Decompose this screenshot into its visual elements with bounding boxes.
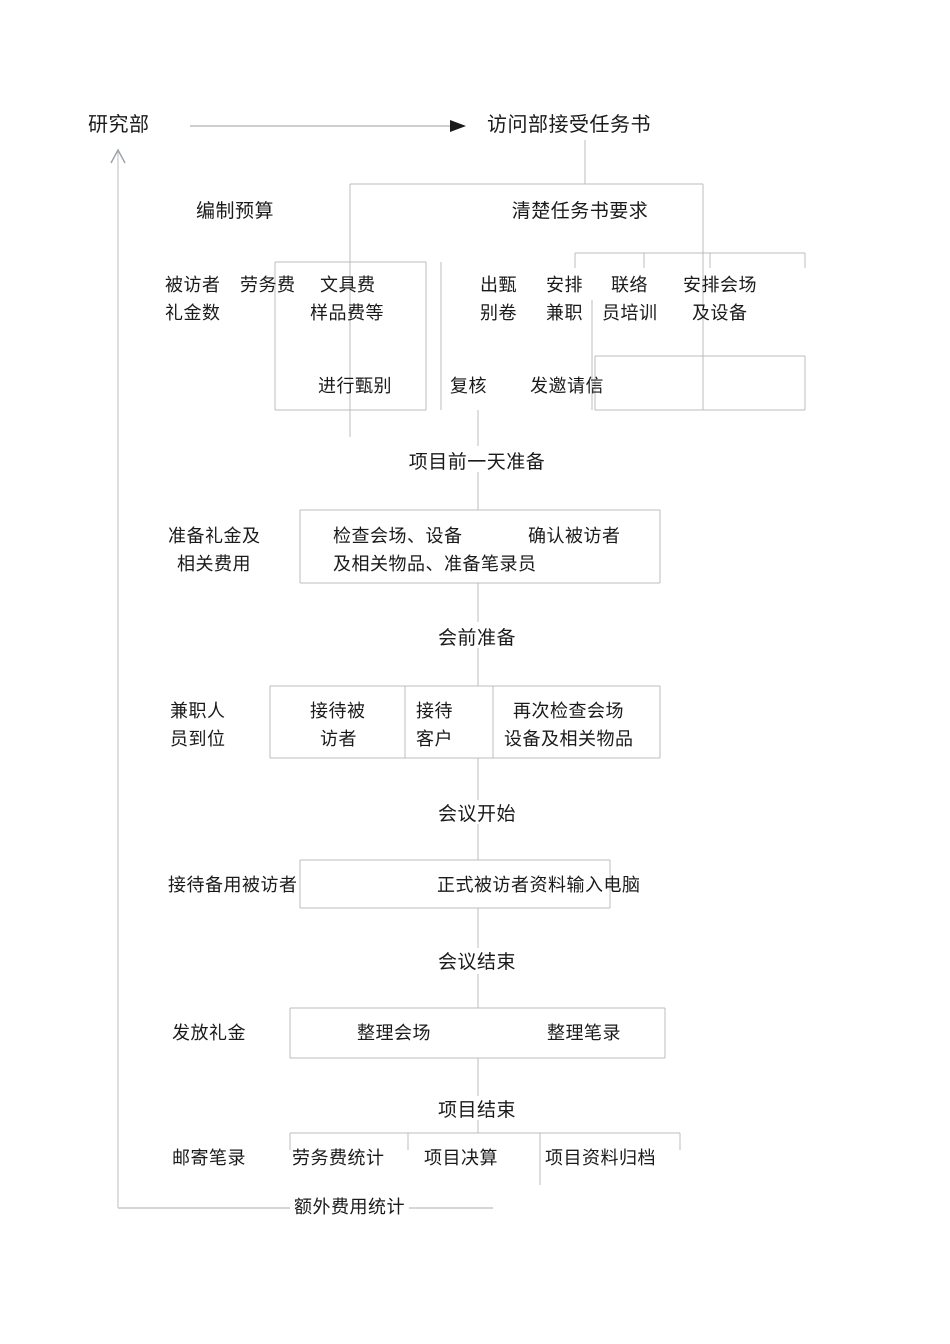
label-labor-fee-stat: 劳务费统计 <box>292 1148 385 1168</box>
label-do-screening: 进行甄别 <box>318 376 392 396</box>
node-research-dept: 研究部 <box>88 114 150 136</box>
label-parttime-staff-line1: 兼职人 <box>170 701 226 721</box>
label-receive-interviewee-line2: 访者 <box>320 729 357 749</box>
arrow-head-up <box>110 148 126 164</box>
label-recheck-venue-line2: 设备及相关物品 <box>504 729 634 749</box>
node-project-end: 项目结束 <box>437 1100 517 1121</box>
label-stationery-fee: 文具费 <box>320 275 376 295</box>
label-receive-interviewee-line1: 接待被 <box>310 701 366 721</box>
node-meeting-start: 会议开始 <box>437 804 517 825</box>
node-clarify-task: 清楚任务书要求 <box>511 201 649 222</box>
node-meeting-end: 会议结束 <box>437 952 517 973</box>
label-prepare-gift-line2: 相关费用 <box>177 554 251 574</box>
label-final-account: 项目决算 <box>424 1148 498 1168</box>
label-receive-client-line2: 客户 <box>416 729 453 749</box>
label-receive-client-line1: 接待 <box>416 701 453 721</box>
node-day-before-prep: 项目前一天准备 <box>408 452 546 473</box>
node-budget: 编制预算 <box>195 201 275 222</box>
label-prepare-gift-line1: 准备礼金及 <box>168 526 261 546</box>
label-receive-backup-interviewee: 接待备用被访者 <box>168 875 298 895</box>
label-contact-training-line1: 联络 <box>611 275 648 295</box>
label-quiz-paper-line2: 别卷 <box>480 303 517 323</box>
label-quiz-paper-line1: 出甄 <box>480 275 517 295</box>
label-tidy-venue: 整理会场 <box>357 1023 431 1043</box>
label-input-interviewee-data: 正式被访者资料输入电脑 <box>437 875 641 895</box>
label-archive-materials: 项目资料归档 <box>545 1148 656 1168</box>
label-sample-fee: 样品费等 <box>310 303 384 323</box>
label-interviewee-gift-line2: 礼金数 <box>165 303 221 323</box>
label-recheck: 复核 <box>450 376 487 396</box>
arrow-head-right <box>450 120 466 132</box>
label-give-gift: 发放礼金 <box>172 1023 246 1043</box>
label-parttime-staff-line2: 员到位 <box>170 729 226 749</box>
label-labor-fee: 劳务费 <box>240 275 296 295</box>
label-check-venue-line1: 检查会场、设备 <box>333 526 463 546</box>
label-interviewee-gift-line1: 被访者 <box>165 275 221 295</box>
label-arrange-venue-line2: 及设备 <box>692 303 748 323</box>
label-tidy-notes: 整理笔录 <box>547 1023 621 1043</box>
label-arrange-parttime-line1: 安排 <box>546 275 583 295</box>
label-recheck-venue-line1: 再次检查会场 <box>513 701 624 721</box>
node-pre-meeting-prep: 会前准备 <box>437 628 517 649</box>
label-arrange-parttime-line2: 兼职 <box>546 303 583 323</box>
label-contact-training-line2: 员培训 <box>602 303 658 323</box>
label-mail-notes: 邮寄笔录 <box>172 1148 246 1168</box>
label-confirm-interviewee: 确认被访者 <box>528 526 621 546</box>
label-extra-cost-stat: 额外费用统计 <box>290 1196 409 1220</box>
node-accept-task: 访问部接受任务书 <box>487 114 651 136</box>
label-check-venue-line2: 及相关物品、准备笔录员 <box>333 554 537 574</box>
label-arrange-venue-line1: 安排会场 <box>683 275 757 295</box>
label-send-invitation: 发邀请信 <box>530 376 604 396</box>
